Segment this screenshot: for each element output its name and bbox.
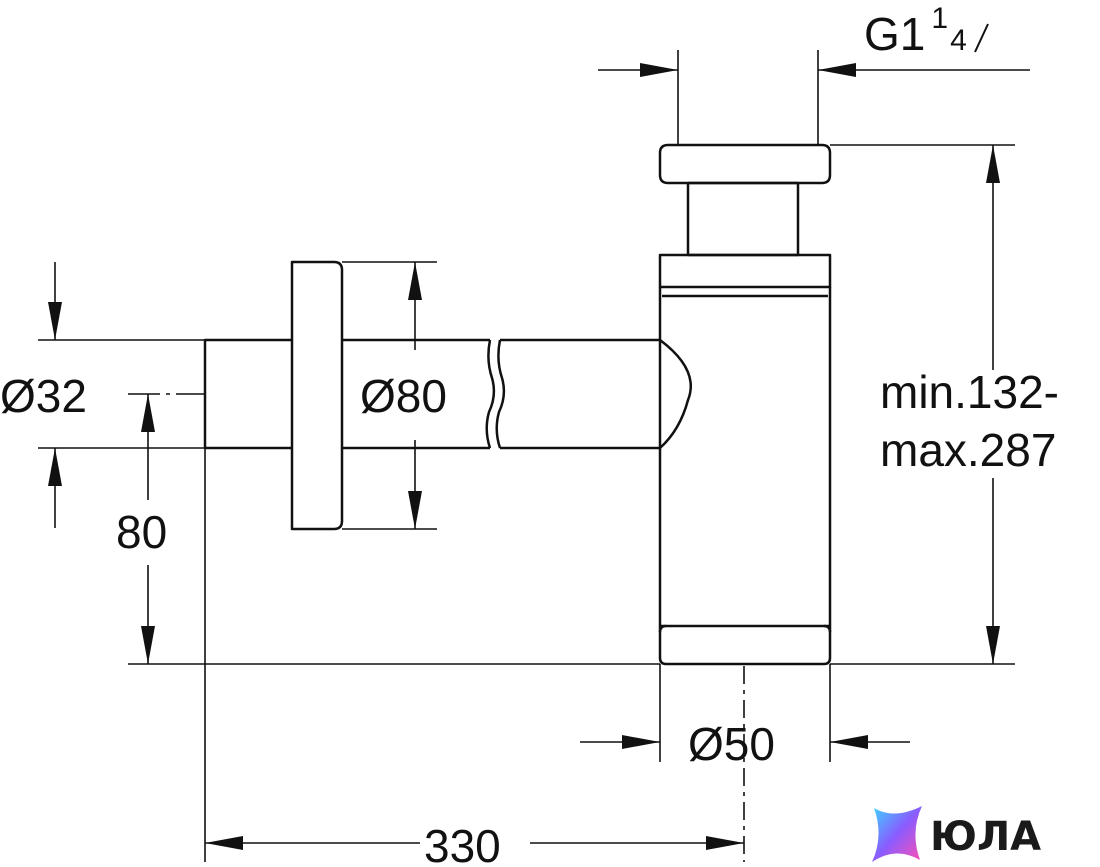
arrowheads xyxy=(48,63,1000,850)
height-range-line2: max.287 xyxy=(880,424,1056,476)
siphon-outline xyxy=(203,143,832,666)
total-length-label: 330 xyxy=(424,820,501,867)
body xyxy=(658,287,832,666)
rosette xyxy=(290,260,344,531)
neck xyxy=(686,181,800,257)
top-cap xyxy=(658,143,832,185)
break-line-left xyxy=(485,339,496,449)
body-diameter-label: Ø50 xyxy=(688,718,775,770)
thread-main: G1 xyxy=(864,8,925,60)
upper-collar xyxy=(658,253,832,289)
thread-numerator: 1 xyxy=(931,2,948,35)
break-line-right xyxy=(495,339,506,449)
height-range-line1: min.132- xyxy=(880,366,1059,418)
thread-fraction-slash xyxy=(974,23,989,53)
pipe-diameter-label: Ø32 xyxy=(0,370,87,422)
outlet-height-label: 80 xyxy=(116,506,167,558)
yula-logo: ЮЛА xyxy=(872,806,1041,862)
yula-logo-icon xyxy=(872,806,922,862)
rosette-diameter-label: Ø80 xyxy=(360,370,447,422)
thread-denominator: 4 xyxy=(950,24,967,57)
pipe-left xyxy=(203,338,292,450)
pipe-elbow xyxy=(659,339,693,449)
yula-logo-text: ЮЛА xyxy=(930,814,1041,860)
